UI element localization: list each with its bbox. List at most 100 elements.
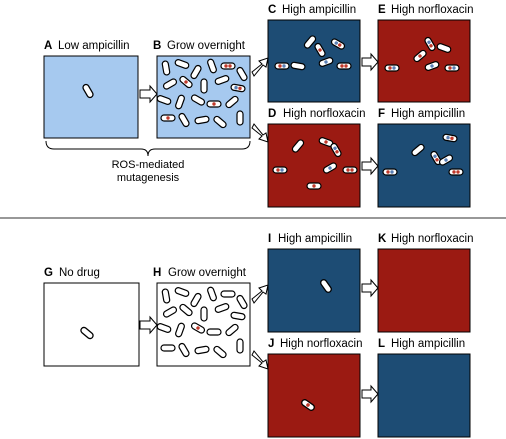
bacterium — [438, 154, 454, 166]
bacterium — [424, 36, 436, 52]
bacterium — [442, 133, 458, 143]
bacterium — [178, 112, 190, 128]
bacterium — [207, 58, 217, 74]
arrow-d-to-f — [361, 156, 379, 176]
bacterium — [161, 60, 171, 76]
panel-g-letter: G — [44, 267, 53, 279]
bacterium — [194, 115, 210, 125]
bacterium — [320, 279, 332, 293]
bacterium — [274, 62, 290, 70]
bacterium — [444, 64, 460, 72]
panel-e: E High norfloxacin — [377, 4, 473, 103]
panel-c: C High ampicillin — [267, 4, 361, 103]
bacterium — [207, 286, 217, 302]
panel-i-box — [267, 248, 361, 333]
bacterium — [290, 61, 306, 71]
bacterium — [318, 137, 334, 147]
panel-b: B Grow overnight — [153, 40, 251, 139]
bacterium — [236, 338, 244, 354]
arrow-a-to-b — [139, 84, 158, 104]
panel-d-label: High norfloxacin — [283, 108, 365, 120]
panel-j: J High norfloxacin — [267, 338, 362, 438]
panel-k-letter: K — [378, 233, 387, 245]
bacterium — [336, 62, 352, 70]
bacterium — [382, 168, 398, 176]
bacterium — [236, 66, 248, 82]
panel-g-box — [43, 282, 140, 367]
panel-f-letter: F — [378, 108, 385, 120]
bacterium — [160, 114, 176, 122]
bacterium — [206, 328, 222, 336]
panel-d-letter: D — [268, 108, 276, 120]
panel-k: K High norfloxacin — [377, 233, 473, 333]
panel-j-box — [267, 353, 361, 438]
panel-l: L High ampicillin — [377, 338, 471, 438]
panel-d: D High norfloxacin — [267, 108, 365, 208]
bacteria-cluster — [156, 286, 248, 359]
bacterium — [306, 182, 322, 190]
bacterium — [174, 287, 190, 297]
panel-h-label: Grow overnight — [168, 267, 247, 279]
bacterium — [162, 78, 178, 90]
arrow-i-to-k — [361, 278, 379, 298]
bacterium — [236, 110, 244, 126]
arrow-c-to-e — [361, 52, 379, 72]
bacterium — [330, 142, 342, 158]
arrow-b-to-c — [251, 57, 269, 77]
bacterium — [220, 62, 236, 70]
panel-c-letter: C — [268, 4, 276, 16]
panel-i: I High ampicillin — [267, 233, 361, 333]
bacterium — [225, 95, 239, 109]
brace-caption-line1: ROS-mediated — [112, 159, 185, 171]
bacterium — [384, 64, 400, 72]
bacterium — [178, 342, 190, 358]
panel-l-box — [377, 353, 471, 438]
bacterium — [314, 42, 326, 58]
arrow-h-to-j — [251, 350, 269, 370]
panel-e-label: High norfloxacin — [391, 4, 473, 16]
panel-c-label: High ampicillin — [282, 4, 356, 16]
bacterium — [318, 57, 334, 67]
bacteria-cluster — [274, 35, 352, 71]
bacterium — [156, 95, 172, 105]
bacterium — [174, 59, 190, 69]
bacterium — [342, 166, 358, 174]
bacterium — [230, 83, 246, 93]
bacterium — [190, 322, 206, 334]
bacteria-cluster — [382, 133, 464, 176]
bacterium — [272, 166, 288, 174]
bacterium — [291, 139, 305, 153]
panel-i-label: High ampicillin — [278, 233, 352, 245]
panel-f: F High ampicillin — [377, 108, 471, 208]
bacterium — [156, 323, 172, 333]
bacterium — [214, 75, 230, 85]
panel-e-letter: E — [378, 4, 386, 16]
bacterium — [436, 43, 452, 53]
bacteria-cluster — [384, 36, 460, 72]
arrow-j-to-l — [361, 384, 379, 404]
panel-b-letter: B — [153, 40, 161, 52]
arrow-h-to-i — [251, 284, 269, 304]
panel-j-letter: J — [268, 338, 274, 350]
panel-e-box — [377, 19, 471, 103]
bacterium — [190, 64, 202, 80]
panel-b-label: Grow overnight — [167, 40, 246, 52]
bacterium — [190, 94, 206, 106]
bacterium — [448, 168, 464, 176]
panel-h: H Grow overnight — [153, 267, 251, 367]
panel-h-letter: H — [153, 267, 161, 279]
bacterium — [179, 303, 193, 317]
panel-g-label: No drug — [59, 267, 100, 279]
bacterium — [411, 143, 425, 157]
bacterium — [206, 100, 222, 108]
bacterium — [413, 49, 427, 63]
bacterium — [230, 311, 246, 321]
bacterium — [80, 326, 94, 340]
bacterium — [214, 303, 230, 313]
bacterium — [175, 94, 185, 110]
bacterium — [200, 306, 208, 322]
panel-f-label: High ampicillin — [391, 108, 465, 120]
bacterium — [322, 162, 338, 174]
panel-j-label: High norfloxacin — [280, 338, 362, 350]
bacterium — [424, 61, 440, 71]
